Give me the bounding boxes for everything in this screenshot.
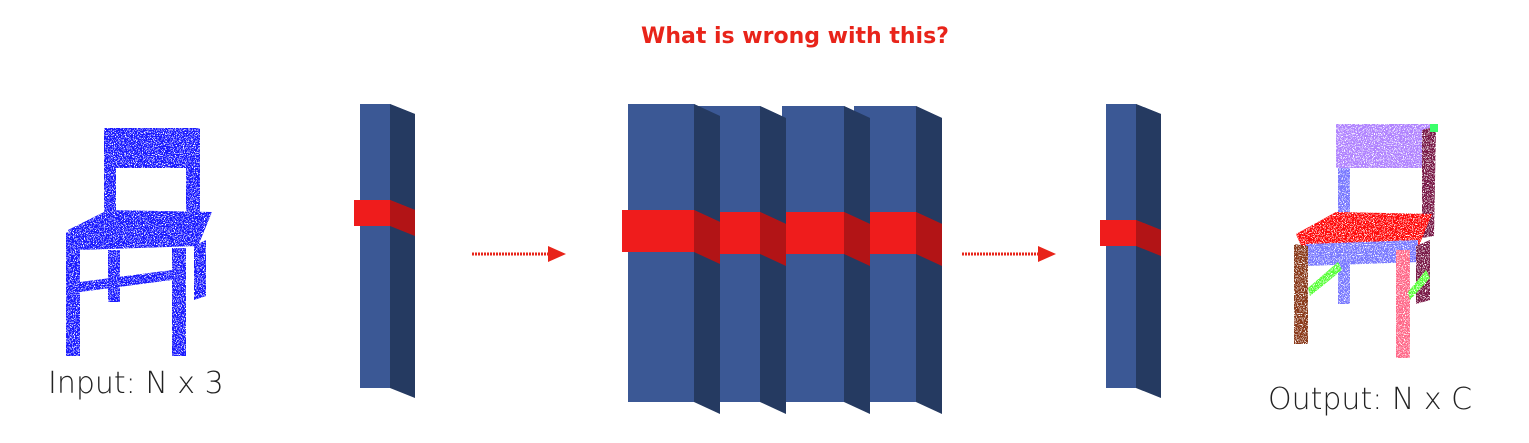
layer-middle-1-front [628,104,694,402]
layer-middle-1-slice-front [622,210,694,252]
arrow-right-icon [962,246,1056,262]
arrow-right-icon [472,246,566,262]
input-label: Input: N x 3 [48,366,224,401]
layer-input-front [360,104,390,388]
layer-input-slice-side [390,200,415,236]
layer-middle-2-slice-side [760,212,786,266]
layer-middle-3-slice-front [776,212,844,254]
output-label: Output: N x C [1268,382,1473,417]
layer-middle-4-slice-side [916,212,942,266]
layer-input-side [390,104,415,398]
input-point-cloud-chair [66,128,212,356]
layer-output-slice-side [1136,220,1161,256]
layer-middle-1-slice-side [694,210,720,264]
output-segmented-chair [1294,124,1436,358]
layer-output-slice-front [1100,220,1136,246]
network-layers [354,104,1161,414]
layer-input-slice-front [354,200,390,226]
question-heading: What is wrong with this? [641,24,949,49]
layer-middle-3-slice-side [844,212,870,266]
output-chair-marker [1430,124,1438,132]
layer-middle-1-side [694,104,720,414]
